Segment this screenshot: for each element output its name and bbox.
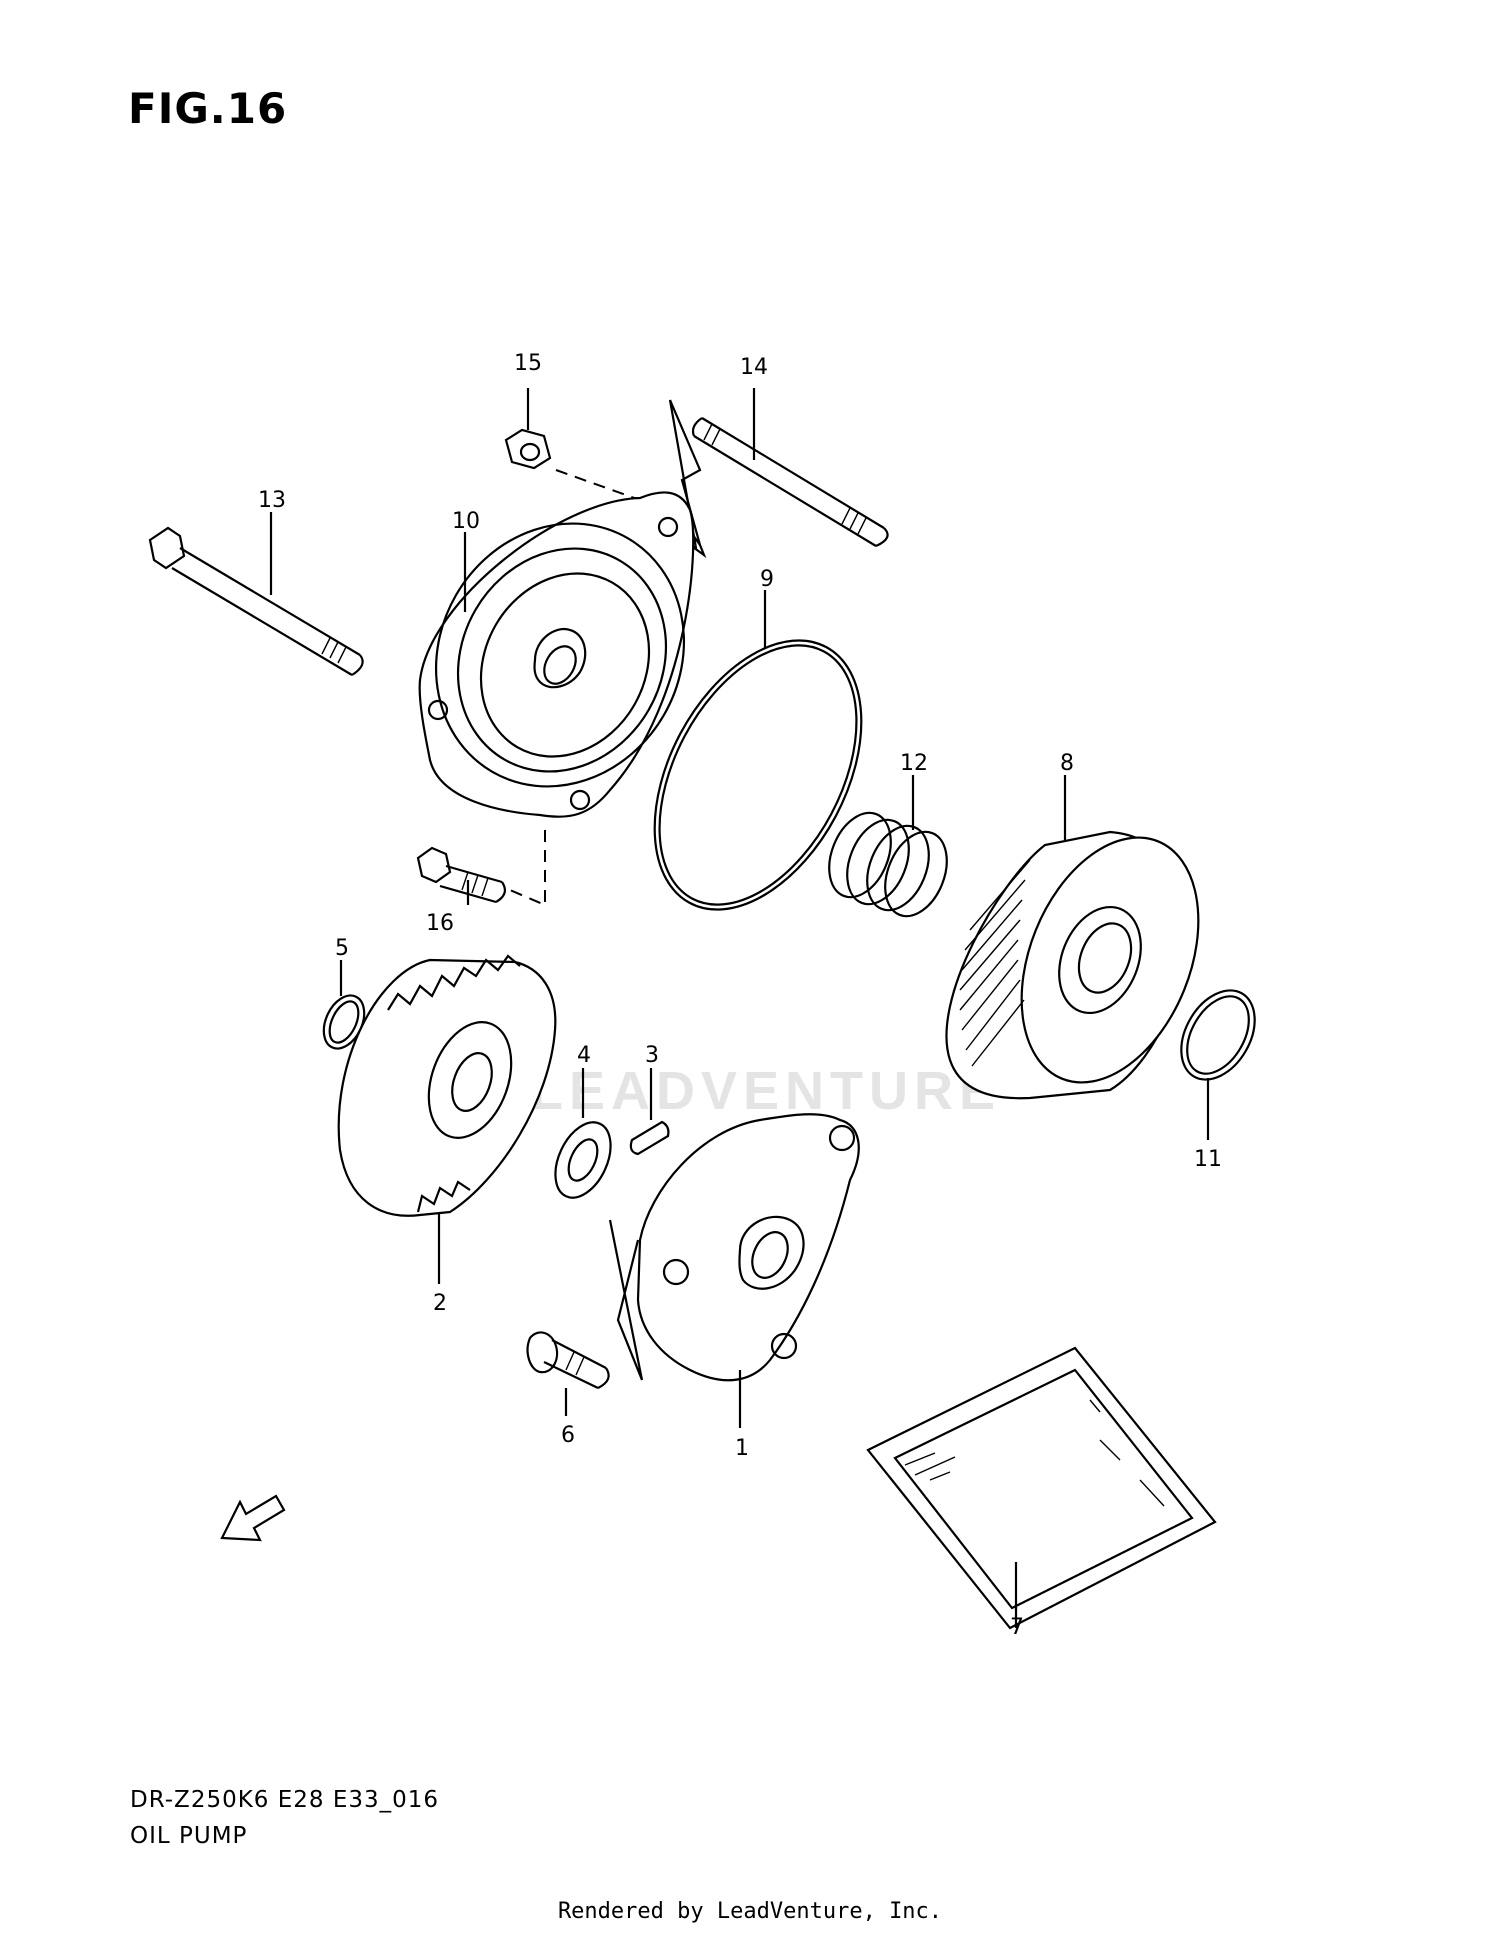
part-3-pin	[629, 1120, 670, 1156]
diagram-name: OIL PUMP	[130, 1823, 248, 1849]
part-7-oil-strainer	[866, 1346, 1217, 1630]
part-13-long-bolt	[148, 526, 364, 676]
callout-3: 3	[645, 1043, 659, 1068]
callout-11: 11	[1194, 1147, 1222, 1172]
callout-15: 15	[514, 351, 542, 376]
leader-16-dashed	[509, 830, 546, 907]
callout-leaders	[269, 388, 1210, 1628]
callout-2: 2	[433, 1291, 447, 1316]
leader-15-dashed	[555, 469, 641, 501]
callout-12: 12	[900, 751, 928, 776]
part-10-pump-cover	[418, 491, 695, 818]
callout-16: 16	[426, 911, 454, 936]
callout-14: 14	[740, 355, 768, 380]
callout-7: 7	[1010, 1615, 1024, 1640]
callout-labels: 1 2 3 4 5 6 7 8 9 10 11 12 13 14 15 16	[258, 351, 1222, 1640]
part-6-screw	[526, 1331, 610, 1389]
part-1-pump-body	[636, 1113, 860, 1382]
callout-10: 10	[452, 509, 480, 534]
fwd-arrow-icon: FWD	[220, 1494, 286, 1542]
diagram-code: DR-Z250K6 E28 E33_016	[130, 1787, 440, 1813]
part-2-driven-gear	[337, 954, 557, 1217]
part-8-oil-filter	[945, 830, 1200, 1100]
callout-4: 4	[577, 1043, 591, 1068]
part-11-filter-o-ring	[1180, 989, 1256, 1081]
callout-9: 9	[760, 567, 774, 592]
watermark-text: LEADVENTURE	[530, 1061, 1002, 1121]
callout-5: 5	[335, 936, 349, 961]
figure-title: FIG.16	[128, 84, 288, 133]
callout-1: 1	[735, 1436, 749, 1461]
callout-6: 6	[561, 1423, 575, 1448]
part-15-nut	[504, 428, 552, 470]
zigzag-connector-bottom	[608, 1219, 644, 1381]
callout-13: 13	[258, 488, 286, 513]
part-4-washer	[554, 1121, 612, 1199]
part-9-o-ring	[653, 639, 863, 911]
part-12-spring	[828, 811, 948, 918]
part-14-stud	[691, 417, 889, 548]
rendered-by-footer: Rendered by LeadVenture, Inc.	[557, 1899, 943, 1924]
part-16-short-bolt	[416, 846, 507, 904]
callout-8: 8	[1060, 751, 1074, 776]
